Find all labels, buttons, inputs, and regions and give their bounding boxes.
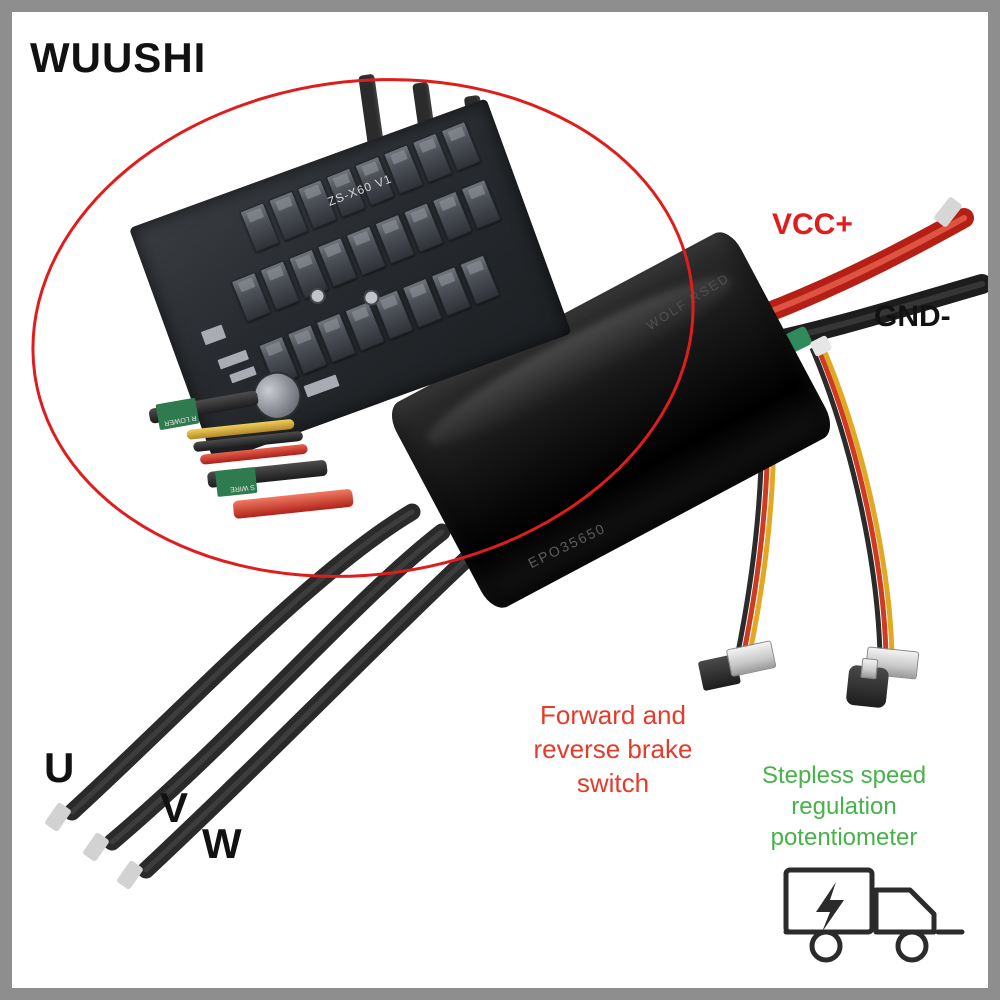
frame-border-left	[0, 0, 12, 1000]
wire-label-tag: R LOWER	[155, 397, 200, 431]
label-phase-u: U	[44, 744, 75, 791]
wire-label-tag-2: S WIRE	[214, 466, 258, 497]
label-stepless-speed-potentiometer: Stepless speed regulation potentiometer	[761, 762, 927, 851]
potentiometer-connector	[841, 644, 924, 720]
frame-border-top	[0, 0, 1000, 12]
wire-tag-line-1: R LOWER	[163, 413, 197, 427]
photo-canvas: WUUSHI	[12, 12, 988, 988]
label-vcc: VCC+	[772, 208, 853, 241]
pcb-lead-1	[358, 73, 384, 146]
connector-housing	[725, 640, 777, 678]
label-forward-reverse-brake-switch: Forward and reverse brake switch	[533, 700, 693, 798]
brand-wordmark: WUUSHI	[30, 34, 207, 81]
forward-reverse-switch-connector	[696, 640, 777, 697]
label-gnd: GND-	[874, 300, 951, 333]
label-phase-w: W	[202, 820, 242, 867]
frame-border-right	[988, 0, 1000, 1000]
frame-border-bottom	[0, 988, 1000, 1000]
potentiometer-shaft	[860, 657, 879, 680]
label-phase-v: V	[160, 784, 189, 831]
wire-tag-line-2: S WIRE	[229, 483, 256, 493]
lightning-bolt-icon	[816, 882, 844, 932]
free-shipping-truck-icon	[783, 867, 965, 963]
